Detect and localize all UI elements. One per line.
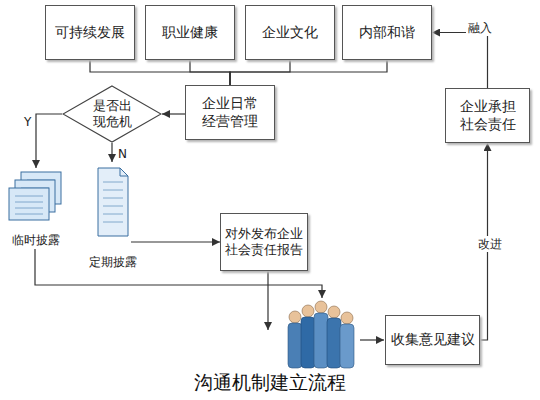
person-figure bbox=[314, 301, 328, 368]
process-box: 内部和谐 bbox=[342, 5, 432, 60]
decision-diamond: 是否出现危机 bbox=[62, 85, 162, 143]
node-text: 是否出现危机 bbox=[90, 98, 134, 131]
leader-line bbox=[267, 271, 268, 330]
document-icon bbox=[80, 162, 145, 242]
node-text: 可持续发展 bbox=[55, 24, 125, 42]
person-figure bbox=[340, 312, 354, 368]
node-text: 收集意见建议 bbox=[391, 331, 475, 349]
text-line bbox=[103, 206, 123, 207]
diamond-shape bbox=[63, 86, 161, 142]
text-line bbox=[103, 222, 123, 223]
node-text: 定期披露 bbox=[89, 255, 137, 270]
flow-connector bbox=[90, 60, 230, 85]
people-group bbox=[288, 301, 354, 368]
document-node: 临时披露 bbox=[5, 168, 67, 248]
node-text: 对外发布企业社会责任报告 bbox=[225, 226, 303, 259]
person-figure bbox=[301, 305, 315, 368]
person-figure bbox=[327, 306, 341, 368]
document-node: 定期披露 bbox=[80, 162, 145, 270]
page-fold bbox=[120, 168, 128, 176]
text-line bbox=[103, 198, 123, 199]
process-box: 收集意见建议 bbox=[385, 315, 480, 365]
text-line bbox=[103, 182, 123, 183]
process-box: 对外发布企业社会责任报告 bbox=[220, 213, 308, 271]
process-box: 职业健康 bbox=[145, 5, 235, 60]
process-box: 企业日常经营管理 bbox=[185, 85, 275, 140]
flow-connector bbox=[190, 60, 230, 85]
flow-connector bbox=[432, 33, 488, 89]
node-text: 职业健康 bbox=[162, 24, 218, 42]
connector-group bbox=[36, 33, 488, 341]
node-text: 临时披露 bbox=[12, 233, 60, 248]
text-line bbox=[103, 214, 123, 215]
flow-connector bbox=[111, 143, 112, 162]
flow-connector bbox=[36, 114, 62, 168]
flow-connector bbox=[162, 113, 185, 114]
document-sheet bbox=[9, 188, 49, 220]
leader-line bbox=[360, 339, 384, 340]
edge-label: Y bbox=[22, 114, 33, 130]
flow-connector bbox=[230, 60, 387, 85]
process-box: 企业承担社会责任 bbox=[445, 88, 530, 143]
document-stack-icon bbox=[5, 168, 67, 226]
node-text: 企业日常经营管理 bbox=[198, 95, 262, 130]
person-figure bbox=[288, 311, 302, 368]
edge-label: 改进 bbox=[476, 236, 504, 252]
node-text: 企业承担社会责任 bbox=[458, 98, 517, 133]
node-text: 企业文化 bbox=[262, 24, 318, 42]
process-box: 可持续发展 bbox=[45, 5, 135, 60]
edge-label: 融入 bbox=[466, 20, 494, 36]
node-text: 内部和谐 bbox=[359, 24, 415, 42]
text-line bbox=[103, 190, 123, 191]
process-box: 企业文化 bbox=[245, 5, 335, 60]
document-page bbox=[98, 168, 128, 236]
layout-art bbox=[35, 249, 384, 368]
flow-connector bbox=[131, 241, 220, 242]
diagram-caption: 沟通机制建立流程 bbox=[0, 370, 540, 396]
edge-label: N bbox=[116, 146, 129, 162]
